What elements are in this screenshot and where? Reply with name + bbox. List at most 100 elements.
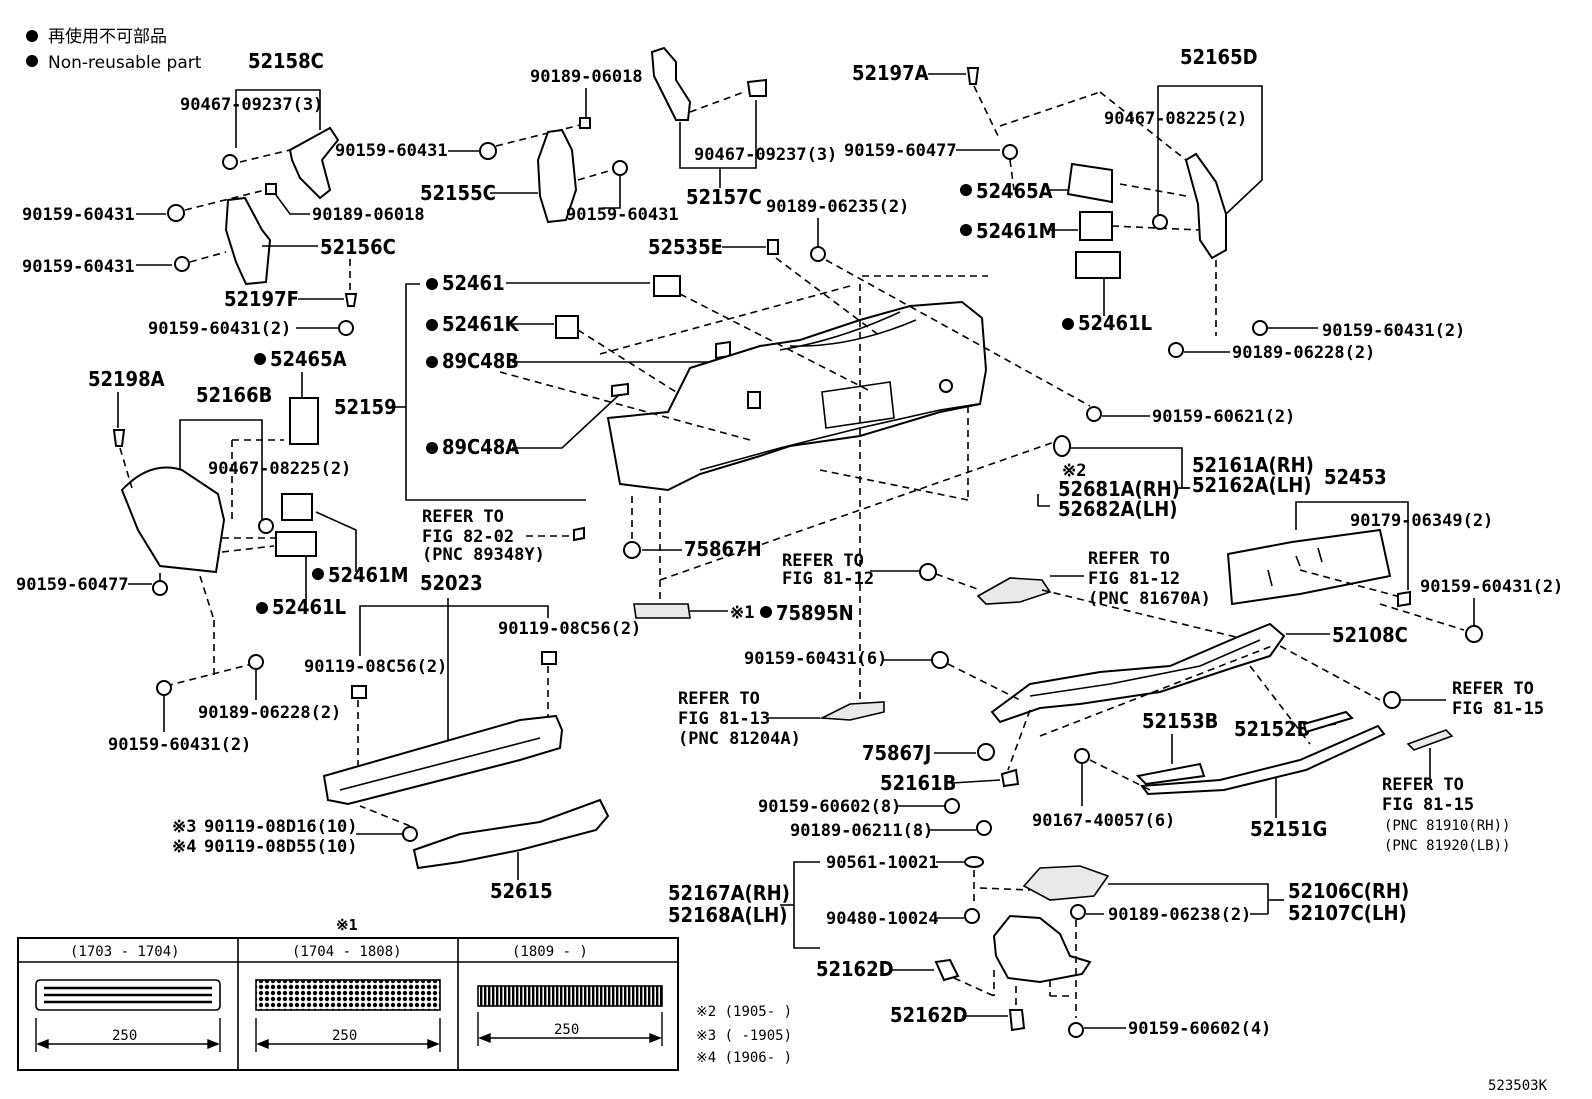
refer-81-15b-line1: REFER TO [1382, 775, 1464, 795]
clip-icon [1008, 1009, 1026, 1032]
callout-52162A[interactable]: 52162A(LH) [1192, 473, 1312, 497]
leader-dash [1007, 709, 1031, 771]
callout-52023[interactable]: 52023 [420, 571, 483, 595]
callout-90159-60431-a[interactable]: 90159-60431 [335, 141, 448, 161]
callout-52106C[interactable]: 52106C(RH) [1288, 879, 1409, 903]
callout-52197A[interactable]: 52197A [852, 61, 929, 85]
callout-90159-60621-2[interactable]: 90159-60621(2) [1152, 407, 1295, 427]
callout-90159-60431-2c[interactable]: 90159-60431(2) [1322, 321, 1465, 341]
callout-52197F[interactable]: 52197F [224, 287, 299, 311]
callout-90159-60602-8[interactable]: 90159-60602(8) [758, 797, 901, 817]
callout-52461M-left[interactable]: 52461M [328, 563, 409, 587]
callout-52158C[interactable]: 52158C [248, 49, 324, 73]
callout-75895N[interactable]: 75895N [776, 601, 854, 625]
callout-90119-08C56-2a[interactable]: 90119-08C56(2) [498, 619, 641, 639]
callout-52165D[interactable]: 52165D [1180, 45, 1258, 69]
callout-52153B[interactable]: 52153B [1142, 709, 1218, 733]
callout-52151G[interactable]: 52151G [1250, 817, 1327, 841]
callout-52465A-left[interactable]: 52465A [270, 347, 347, 371]
callout-52162D-a[interactable]: 52162D [816, 957, 894, 981]
leader-dash [775, 257, 881, 337]
callout-89C48A[interactable]: 89C48A [442, 435, 519, 459]
clip-icon [1383, 691, 1401, 709]
callout-90159-60602-4[interactable]: 90159-60602(4) [1128, 1019, 1271, 1039]
callout-90159-60431-2b[interactable]: 90159-60431(2) [108, 735, 251, 755]
refer-81-15b-line2[interactable]: FIG 81-15 [1382, 795, 1474, 815]
callout-52157C[interactable]: 52157C [686, 185, 762, 209]
leader-dash [973, 85, 1001, 141]
callout-90159-60431-6[interactable]: 90159-60431(6) [744, 649, 887, 669]
callout-75867J[interactable]: 75867J [862, 741, 931, 765]
callout-52159[interactable]: 52159 [334, 395, 397, 419]
callout-52535E[interactable]: 52535E [648, 235, 723, 259]
callout-90467-08225-2b[interactable]: 90467-08225(2) [1104, 109, 1247, 129]
callout-90189-06228-2a[interactable]: 90189-06228(2) [198, 703, 341, 723]
callout-90189-06238-2[interactable]: 90189-06238(2) [1108, 905, 1251, 925]
callout-90467-08225-2a[interactable]: 90467-08225(2) [208, 459, 351, 479]
callout-90119-08C56-2b[interactable]: 90119-08C56(2) [304, 657, 447, 677]
dimension-arrow [478, 1032, 662, 1044]
callout-52152B[interactable]: 52152B [1234, 717, 1310, 741]
callout-90189-06235-2[interactable]: 90189-06235(2) [766, 197, 909, 217]
callout-90159-60431-2a[interactable]: 90159-60431(2) [148, 319, 291, 339]
callout-52155C[interactable]: 52155C [420, 181, 496, 205]
bolt-icon [1252, 320, 1268, 336]
refer-81-15a-line2[interactable]: FIG 81-15 [1452, 699, 1544, 719]
callout-90159-60477-b[interactable]: 90159-60477 [844, 141, 957, 161]
callout-52161B[interactable]: 52161B [880, 771, 956, 795]
callout-90159-60431-d[interactable]: 90159-60431 [566, 205, 679, 225]
callout-52108C[interactable]: 52108C [1332, 623, 1408, 647]
clip-icon [976, 820, 992, 836]
clip-icon [934, 958, 960, 982]
leader [951, 779, 1001, 784]
callout-90561-10021[interactable]: 90561-10021 [826, 853, 939, 873]
bolt-icon [338, 320, 354, 336]
callout-90159-60477-a[interactable]: 90159-60477 [16, 575, 129, 595]
callout-52681A[interactable]: 52681A(RH) [1058, 477, 1180, 501]
callout-52107C[interactable]: 52107C(LH) [1288, 901, 1407, 925]
callout-75867H[interactable]: 75867H [684, 537, 762, 561]
callout-52461L-left[interactable]: 52461L [272, 595, 346, 619]
callout-90179-06349-2[interactable]: 90179-06349(2) [1350, 511, 1493, 531]
callout-90159-60431-c[interactable]: 90159-60431 [22, 257, 135, 277]
callout-90467-09237-3a[interactable]: 90467-09237(3) [180, 95, 323, 115]
clip-icon [1152, 214, 1168, 230]
leader-dash [1379, 603, 1465, 631]
callout-90189-06228-2b[interactable]: 90189-06228(2) [1232, 343, 1375, 363]
callout-52461M-right[interactable]: 52461M [976, 219, 1057, 243]
refer-81-12a-line2[interactable]: FIG 81-12 [782, 569, 874, 589]
callout-90119-08D55[interactable]: 90119-08D55(10) [204, 837, 358, 857]
callout-52166B[interactable]: 52166B [196, 383, 272, 407]
callout-90189-06018-b[interactable]: 90189-06018 [530, 67, 643, 87]
refer-81-13-line2[interactable]: FIG 81-13 [678, 709, 770, 729]
callout-52168A[interactable]: 52168A(LH) [668, 903, 788, 927]
callout-52453[interactable]: 52453 [1324, 465, 1387, 489]
refer-81-12b-line2[interactable]: FIG 81-12 [1088, 569, 1180, 589]
callout-52682A[interactable]: 52682A(LH) [1058, 497, 1178, 521]
callout-90119-08D16[interactable]: 90119-08D16(10) [204, 817, 358, 837]
callout-90480-10024[interactable]: 90480-10024 [826, 909, 939, 929]
callout-52198A[interactable]: 52198A [88, 367, 165, 391]
callout-52156C[interactable]: 52156C [320, 235, 396, 259]
callout-52615[interactable]: 52615 [490, 879, 553, 903]
callout-90159-60431-b[interactable]: 90159-60431 [22, 205, 135, 225]
clip-icon [1397, 590, 1411, 608]
callout-90159-60431-2d[interactable]: 90159-60431(2) [1420, 577, 1563, 597]
callout-90189-06211-8[interactable]: 90189-06211(8) [790, 821, 933, 841]
callout-89C48B[interactable]: 89C48B [442, 349, 519, 373]
callout-52167A[interactable]: 52167A(RH) [668, 881, 790, 905]
callout-52161A[interactable]: 52161A(RH) [1192, 453, 1314, 477]
table-col-header-3: (1809 - ) [512, 944, 588, 960]
callout-52461L-right[interactable]: 52461L [1078, 311, 1152, 335]
refer-81-15b-line3: (PNC 81910(RH)) [1384, 818, 1510, 834]
callout-52162D-b[interactable]: 52162D [890, 1003, 968, 1027]
leader-dash [221, 545, 275, 553]
callout-52461K[interactable]: 52461K [442, 312, 520, 336]
callout-90189-06018-a[interactable]: 90189-06018 [312, 205, 425, 225]
callout-90467-09237-3b[interactable]: 90467-09237(3) [694, 145, 837, 165]
refer-82-02-line2[interactable]: FIG 82-02 [422, 527, 514, 547]
callout-52465A-right[interactable]: 52465A [976, 179, 1053, 203]
callout-90167-40057-6[interactable]: 90167-40057(6) [1032, 811, 1175, 831]
legend-bullet-jp [26, 30, 38, 42]
callout-52461[interactable]: 52461 [442, 271, 505, 295]
